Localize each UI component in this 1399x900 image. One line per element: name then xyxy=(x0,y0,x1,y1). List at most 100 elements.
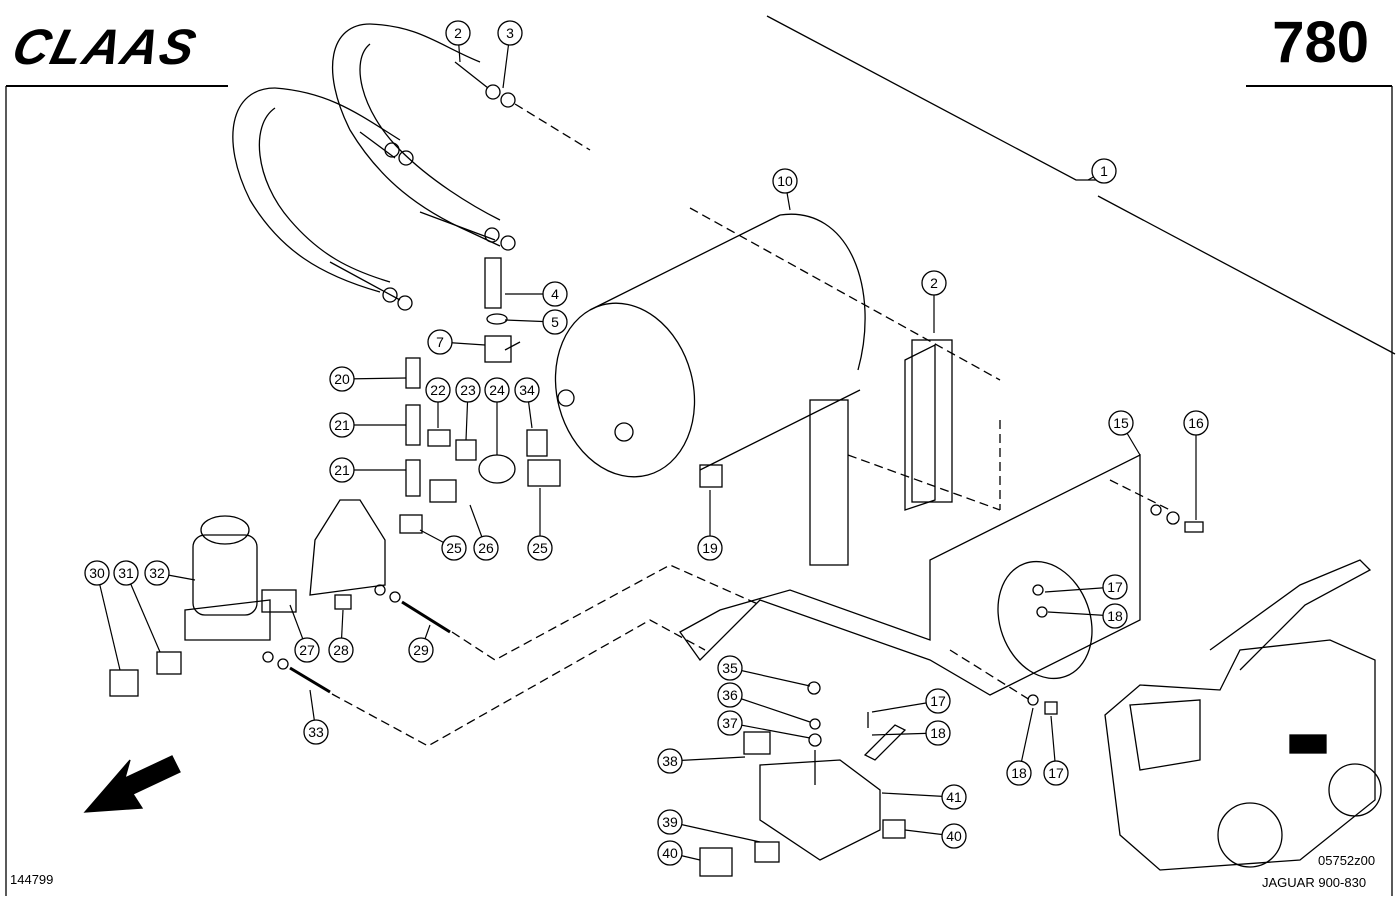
callout-leader xyxy=(729,722,811,739)
callout-number: 19 xyxy=(702,540,718,556)
callout-25: 25 xyxy=(527,488,553,561)
callout-number: 22 xyxy=(430,382,446,398)
callout-15: 15 xyxy=(1108,410,1141,456)
callout-7: 7 xyxy=(427,329,486,355)
callout-circle xyxy=(303,719,329,745)
callout-37: 37 xyxy=(717,710,811,739)
callout-circle xyxy=(697,535,723,561)
callout-circle xyxy=(542,281,568,307)
callout-number: 15 xyxy=(1113,415,1129,431)
callout-number: 23 xyxy=(460,382,476,398)
callout-40: 40 xyxy=(657,840,701,866)
callout-19: 19 xyxy=(697,490,723,561)
callout-number: 36 xyxy=(722,687,738,703)
callout-circle xyxy=(473,535,499,561)
callout-number: 21 xyxy=(334,462,350,478)
callout-number: 7 xyxy=(436,334,444,350)
callout-number: 29 xyxy=(413,642,429,658)
callout-32: 32 xyxy=(144,560,196,586)
callout-number: 2 xyxy=(454,25,462,41)
callout-circle xyxy=(657,840,683,866)
callout-leader xyxy=(125,572,161,653)
callout-number: 18 xyxy=(930,725,946,741)
callout-circle xyxy=(772,168,798,194)
callout-number: 18 xyxy=(1107,608,1123,624)
callout-circle xyxy=(1102,603,1128,629)
callout-number: 17 xyxy=(1107,579,1123,595)
callout-40: 40 xyxy=(904,823,967,849)
callout-circle xyxy=(329,412,355,438)
callout-21: 21 xyxy=(329,457,406,483)
callout-number: 10 xyxy=(777,173,793,189)
callout-number: 37 xyxy=(722,715,738,731)
callout-circle xyxy=(527,535,553,561)
callout-2: 2 xyxy=(445,20,471,63)
callout-circle xyxy=(1183,410,1209,436)
callout-number: 24 xyxy=(489,382,505,398)
callout-circle xyxy=(925,720,951,746)
callout-38: 38 xyxy=(657,748,746,774)
callout-circle xyxy=(1108,410,1134,436)
callout-41: 41 xyxy=(881,784,967,810)
callout-circle xyxy=(425,377,451,403)
callout-35: 35 xyxy=(717,655,811,687)
callout-number: 4 xyxy=(551,286,559,302)
callout-leader xyxy=(729,694,811,723)
callout-number: 31 xyxy=(118,565,134,581)
callout-circle xyxy=(445,20,471,46)
callout-circle xyxy=(657,809,683,835)
callout-circle xyxy=(113,560,139,586)
callout-circle xyxy=(329,366,355,392)
callout-leader xyxy=(669,821,761,843)
callout-number: 26 xyxy=(478,540,494,556)
callout-circle xyxy=(542,309,568,335)
drawing-id: 144799 xyxy=(10,872,54,887)
callout-4: 4 xyxy=(505,281,568,307)
callout-16: 16 xyxy=(1183,410,1209,520)
callout-number: 35 xyxy=(722,660,738,676)
callout-circle xyxy=(484,377,510,403)
callout-number: 20 xyxy=(334,371,350,387)
callout-circle xyxy=(1006,760,1032,786)
callout-number: 25 xyxy=(446,540,462,556)
callout-number: 33 xyxy=(308,724,324,740)
callout-27: 27 xyxy=(289,604,320,663)
callout-number: 39 xyxy=(662,814,678,830)
callout-31: 31 xyxy=(113,560,161,653)
callout-circle xyxy=(84,560,110,586)
model-label: JAGUAR 900-830 xyxy=(1262,875,1367,890)
callout-10: 10 xyxy=(772,168,798,211)
callout-number: 30 xyxy=(89,565,105,581)
callout-circle xyxy=(408,637,434,663)
callout-2: 2 xyxy=(921,270,947,333)
callout-number: 38 xyxy=(662,753,678,769)
callout-circle xyxy=(497,20,523,46)
callout-number: 3 xyxy=(506,25,514,41)
callout-18: 18 xyxy=(871,720,951,746)
callout-circle xyxy=(941,823,967,849)
callout-33: 33 xyxy=(303,689,329,745)
callout-number: 1 xyxy=(1100,163,1108,179)
callout-36: 36 xyxy=(717,682,811,723)
callout-number: 25 xyxy=(532,540,548,556)
callout-26: 26 xyxy=(469,504,499,561)
callout-18: 18 xyxy=(1047,603,1128,629)
callout-circle xyxy=(455,377,481,403)
callout-17: 17 xyxy=(1043,715,1069,786)
callout-20: 20 xyxy=(329,366,407,392)
callout-circle xyxy=(441,535,467,561)
callout-30: 30 xyxy=(84,560,121,671)
callout-circle xyxy=(514,377,540,403)
callout-circle xyxy=(329,457,355,483)
callout-circle xyxy=(941,784,967,810)
callout-number: 5 xyxy=(551,314,559,330)
callout-number: 41 xyxy=(946,789,962,805)
callout-circle xyxy=(921,270,947,296)
callout-circle xyxy=(427,329,453,355)
callout-circle xyxy=(657,748,683,774)
callout-circle xyxy=(1091,158,1117,184)
callout-21: 21 xyxy=(329,412,406,438)
callout-leader xyxy=(96,572,121,671)
callout-circle xyxy=(717,682,743,708)
